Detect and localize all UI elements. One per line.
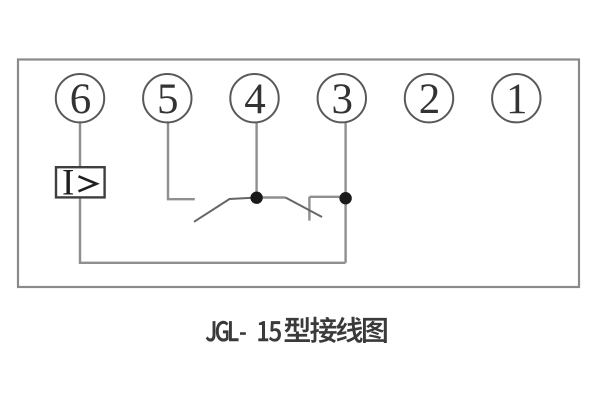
svg-text:3: 3 xyxy=(332,76,354,123)
svg-text:2: 2 xyxy=(419,76,441,123)
svg-text:I: I xyxy=(62,163,74,204)
svg-text:5: 5 xyxy=(157,76,179,123)
svg-text:1: 1 xyxy=(506,76,528,123)
svg-text:6: 6 xyxy=(70,76,92,123)
svg-text:4: 4 xyxy=(244,76,266,123)
